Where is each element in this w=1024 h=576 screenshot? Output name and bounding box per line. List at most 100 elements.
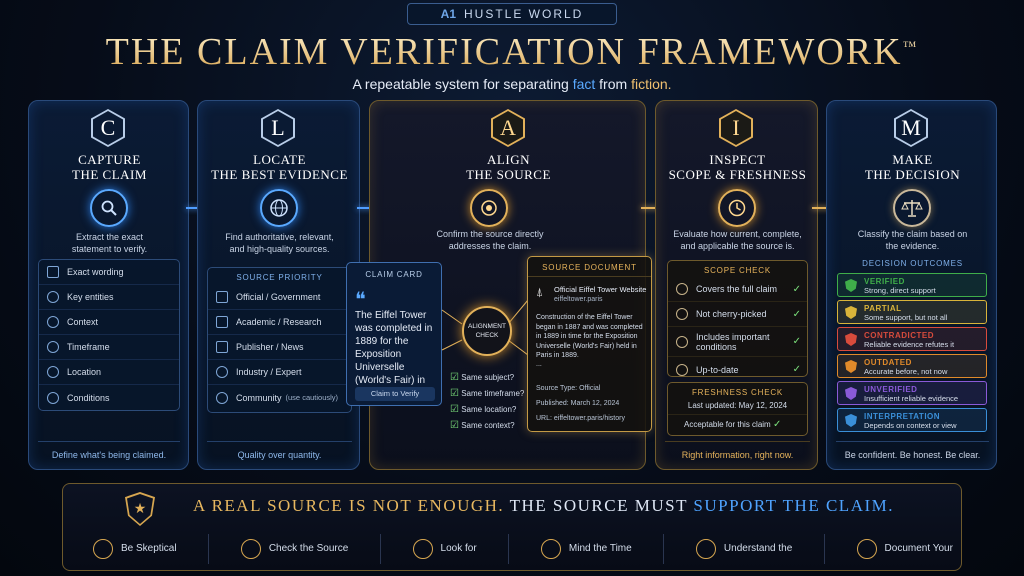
text-icon xyxy=(47,266,59,278)
head-question-icon xyxy=(93,539,113,559)
list-item: ☑ Same context? xyxy=(450,420,515,431)
freshness-check-panel: FRESHNESS CHECK Last updated: May 12, 20… xyxy=(667,382,808,436)
source-priority-list: SOURCE PRIORITY Official / Government Ac… xyxy=(207,267,352,413)
expert-icon xyxy=(216,366,228,378)
claim-to-verify-button[interactable]: Claim to Verify xyxy=(355,387,435,401)
shield-star-icon: ★ xyxy=(125,492,155,526)
letter-hex-i: I xyxy=(719,109,753,147)
alignment-checklist: ☑ Same subject? ☑ Same timeframe? ☑ Same… xyxy=(450,370,530,434)
target-icon xyxy=(470,189,508,227)
newspaper-icon xyxy=(216,341,228,353)
check-icon: ☑ xyxy=(450,420,459,431)
claim-elements-list: Exact wording Key entities Context Timef… xyxy=(38,259,180,411)
check-icon: ✓ xyxy=(772,419,782,430)
list-item: Conditions xyxy=(39,385,179,410)
letter-hex-l: L xyxy=(261,109,295,147)
outcome-icon xyxy=(845,306,857,319)
notebook-icon xyxy=(856,539,877,559)
source-document-title: SOURCE DOCUMENT xyxy=(528,257,651,277)
tip-item: Check the Source xyxy=(240,534,348,564)
source-body: Construction of the Eiffel Tower began i… xyxy=(536,314,643,359)
page-subtitle: A repeatable system for separating fact … xyxy=(352,76,672,92)
list-item: Community(use cautiously) xyxy=(208,385,351,410)
tip-item: Document Your xyxy=(856,534,953,564)
people-icon xyxy=(412,539,433,559)
list-item: Timeframe xyxy=(39,335,179,360)
claim-card-title: CLAIM CARD xyxy=(365,270,423,279)
list-item: ☑ Same timeframe? xyxy=(450,388,525,399)
divider xyxy=(379,534,381,564)
step-footer: Be confident. Be honest. Be clear. xyxy=(836,441,989,460)
source-document-card: SOURCE DOCUMENT ⍋ Official Eiffel Tower … xyxy=(527,256,652,432)
outcome-icon xyxy=(845,360,857,373)
eiffel-tower-icon: ⍋ xyxy=(536,285,544,299)
list-item: Publisher / News xyxy=(208,335,351,360)
divider xyxy=(823,534,825,564)
last-updated: Last updated: May 12, 2024 xyxy=(687,401,788,410)
clock-icon xyxy=(718,189,756,227)
divider xyxy=(208,534,210,564)
source-site: Official Eiffel Tower Website xyxy=(554,285,647,294)
page-title: THE CLAIM VERIFICATION FRAMEWORK™ xyxy=(0,30,1024,74)
check-icon: ✓ xyxy=(792,364,801,375)
filter-icon xyxy=(676,308,688,320)
scales-icon xyxy=(893,189,931,227)
list-item: Covers the full claim✓ xyxy=(668,277,807,302)
building-icon xyxy=(216,291,228,303)
step-footer: Quality over quantity. xyxy=(207,441,352,460)
check-icon: ☑ xyxy=(450,388,459,399)
step-footer: Right information, right now. xyxy=(665,441,810,460)
list-item: Not cherry-picked✓ xyxy=(668,302,807,327)
list-item: Location xyxy=(39,360,179,385)
outcome-icon xyxy=(845,279,857,292)
letter-hex-m: M xyxy=(894,109,928,147)
list-item: ☑ Same location? xyxy=(450,404,517,415)
brand-badge: A1 HUSTLE WORLD xyxy=(407,3,617,25)
letter-hex-a: A xyxy=(491,109,525,147)
clock-icon xyxy=(47,341,59,353)
source-url: URL: eiffeltower.paris/history xyxy=(536,415,625,422)
tip-item: Mind the Time xyxy=(540,534,632,564)
source-published: Published: March 12, 2024 xyxy=(536,400,620,407)
check-icon: ☑ xyxy=(450,404,459,415)
globe-icon xyxy=(260,189,298,227)
check-icon: ☑ xyxy=(450,372,459,383)
community-icon xyxy=(216,391,228,404)
list-item: Up-to-date✓ xyxy=(668,357,807,382)
scope-check-title: SCOPE CHECK xyxy=(703,266,772,275)
freshness-result: Acceptable for this claim ✓ xyxy=(668,414,807,430)
tip-item: Be Skeptical xyxy=(93,534,177,564)
source-type: Source Type: Official xyxy=(536,385,601,392)
source-priority-title: SOURCE PRIORITY xyxy=(236,273,323,282)
network-icon xyxy=(47,291,59,303)
quote-icon: ❝ xyxy=(355,289,366,311)
warning-icon xyxy=(676,335,688,348)
magnifier-icon xyxy=(90,189,128,227)
divider xyxy=(663,534,665,564)
list-item: Official / Government xyxy=(208,285,351,310)
scope-check-panel: SCOPE CHECK Covers the full claim✓ Not c… xyxy=(667,260,808,377)
target-icon xyxy=(47,316,59,328)
freshness-check-title: FRESHNESS CHECK xyxy=(691,388,784,397)
step-description: Evaluate how current, complete,and appli… xyxy=(673,229,802,251)
banner-text: A REAL SOURCE IS NOT ENOUGH. THE SOURCE … xyxy=(193,496,894,515)
source-domain: eiffeltower.paris xyxy=(554,296,603,303)
clock-icon xyxy=(676,363,688,376)
key-principle-banner: ★ A REAL SOURCE IS NOT ENOUGH. THE SOURC… xyxy=(62,483,962,571)
document-search-icon xyxy=(240,539,261,559)
outcome-icon xyxy=(845,333,857,346)
brand-logo: A1 xyxy=(440,7,456,21)
check-icon: ✓ xyxy=(792,308,801,320)
list-item: Industry / Expert xyxy=(208,360,351,385)
